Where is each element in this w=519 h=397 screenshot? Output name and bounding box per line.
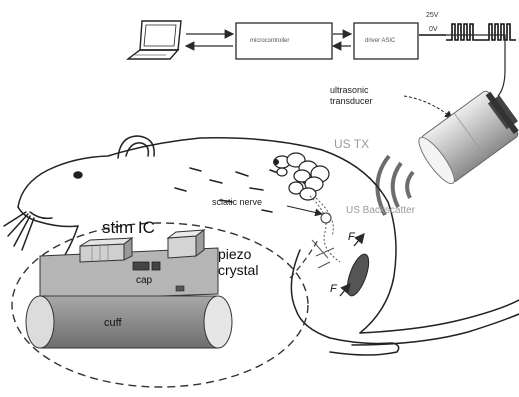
transducer-label: transducer	[330, 96, 373, 106]
driver-asic-label: driver ASIC	[365, 38, 396, 44]
zoom-outline	[11, 222, 309, 388]
ultrasonic-transducer	[418, 90, 519, 185]
us-tx-waves	[375, 154, 415, 216]
zoom-connector	[289, 239, 319, 279]
spine-vertebrae	[273, 152, 330, 201]
muscle-shape	[346, 253, 370, 297]
transducer-cable	[430, 34, 506, 97]
piezo-crystal	[166, 229, 206, 259]
cuff-implant	[25, 247, 233, 349]
us-backscatter-label: US Backscatter	[346, 205, 415, 216]
signal-low-label: 0V	[429, 26, 438, 33]
laptop-link-arrows	[184, 29, 235, 51]
ultrasonic-label: ultrasonic	[330, 85, 369, 95]
driver-asic-block	[353, 22, 419, 60]
laptop-icon	[125, 20, 182, 60]
cuff-label: cuff	[104, 317, 122, 329]
sciatic-nerve-label: sciatic nerve	[212, 197, 263, 207]
microcontroller-label: microcontroller	[250, 38, 290, 44]
force-label-lower: F	[330, 283, 337, 295]
piezo-label: piezo	[218, 246, 252, 262]
force-label-upper: F	[348, 231, 355, 243]
driver-link-arrows	[331, 29, 353, 51]
nerve-sketch	[311, 239, 335, 269]
stim-ic-label: stim IC	[102, 218, 155, 237]
cap-label: cap	[136, 275, 153, 286]
rat-outline	[3, 135, 519, 356]
implant-site	[320, 212, 332, 224]
cap-component	[132, 261, 185, 292]
crystal-label: crystal	[218, 262, 259, 278]
force-arrows	[339, 233, 365, 297]
spine-dot	[273, 159, 279, 165]
transducer-pointer	[403, 95, 453, 119]
sciatic-nerve-pointer	[286, 205, 323, 217]
us-tx-label: US TX	[334, 137, 370, 151]
stim-ic-chip	[79, 237, 134, 263]
microcontroller-block	[235, 22, 333, 60]
signal-high-label: 25V	[426, 12, 439, 19]
